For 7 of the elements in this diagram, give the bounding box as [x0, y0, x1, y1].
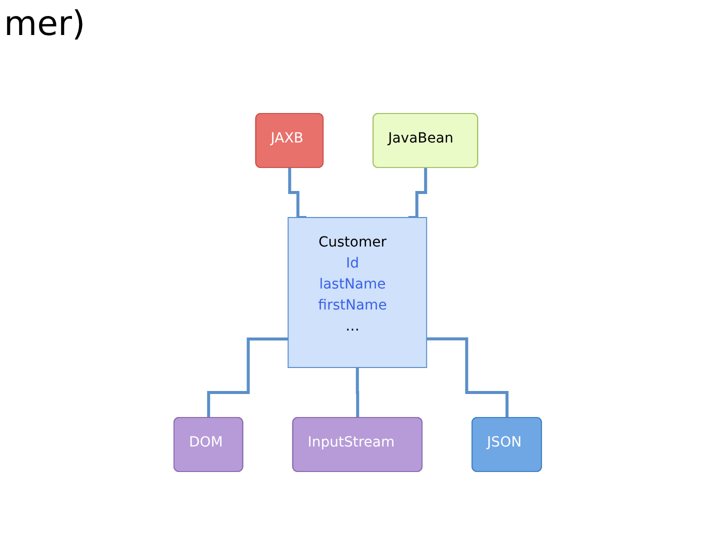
connector [408, 166, 428, 219]
node-box: Customer Id lastName firstName … [288, 217, 428, 368]
connector [288, 166, 307, 219]
connector [207, 337, 288, 420]
connector [356, 366, 360, 420]
connector [426, 337, 509, 420]
title-fragment: mer) [4, 4, 86, 44]
